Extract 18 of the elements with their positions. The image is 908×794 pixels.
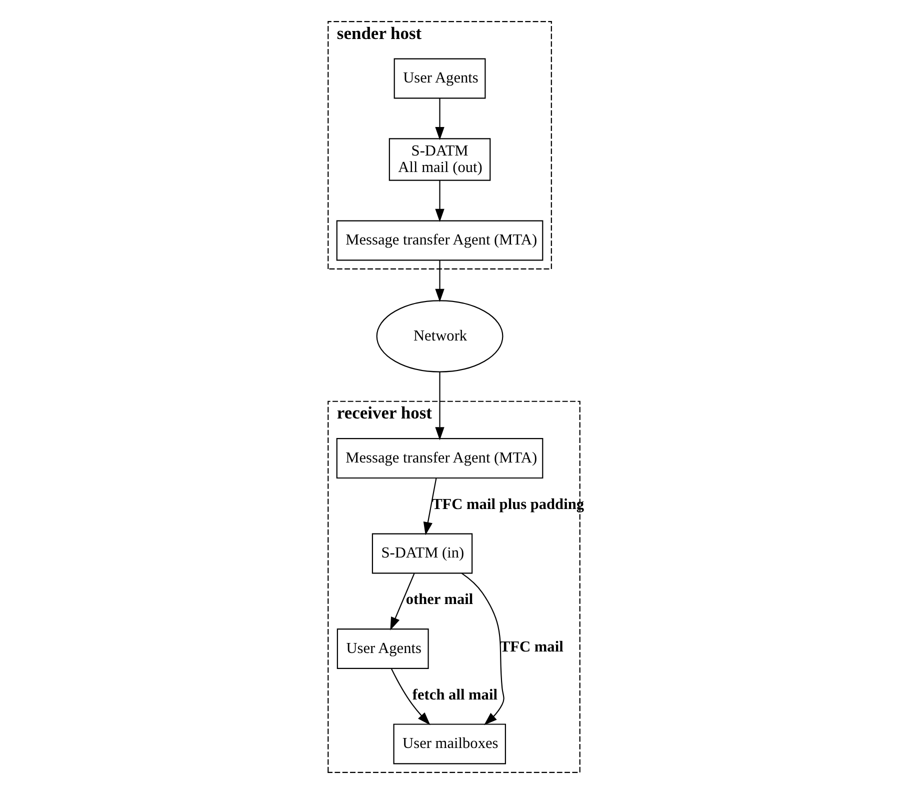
edge-label: other mail <box>406 591 474 608</box>
node-ellipse: Network <box>376 300 504 372</box>
arrow <box>461 572 504 726</box>
arrow <box>435 260 444 302</box>
node-box: User mailboxes <box>393 724 506 764</box>
arrow <box>423 478 437 536</box>
node-box: S-DATM All mail (out) <box>388 138 491 181</box>
edge-label: fetch all mail <box>412 686 498 704</box>
arrow <box>435 98 444 140</box>
node-box: Message transfer Agent (MTA) <box>336 438 544 479</box>
arrow <box>391 668 430 726</box>
node-box: User Agents <box>336 628 429 669</box>
arrow <box>390 573 415 630</box>
node-box: Message transfer Agent (MTA) <box>336 220 544 261</box>
arrow <box>435 372 444 440</box>
arrow <box>435 180 444 222</box>
node-box: S-DATM (in) <box>372 533 473 574</box>
node-box: User Agents <box>394 58 486 99</box>
